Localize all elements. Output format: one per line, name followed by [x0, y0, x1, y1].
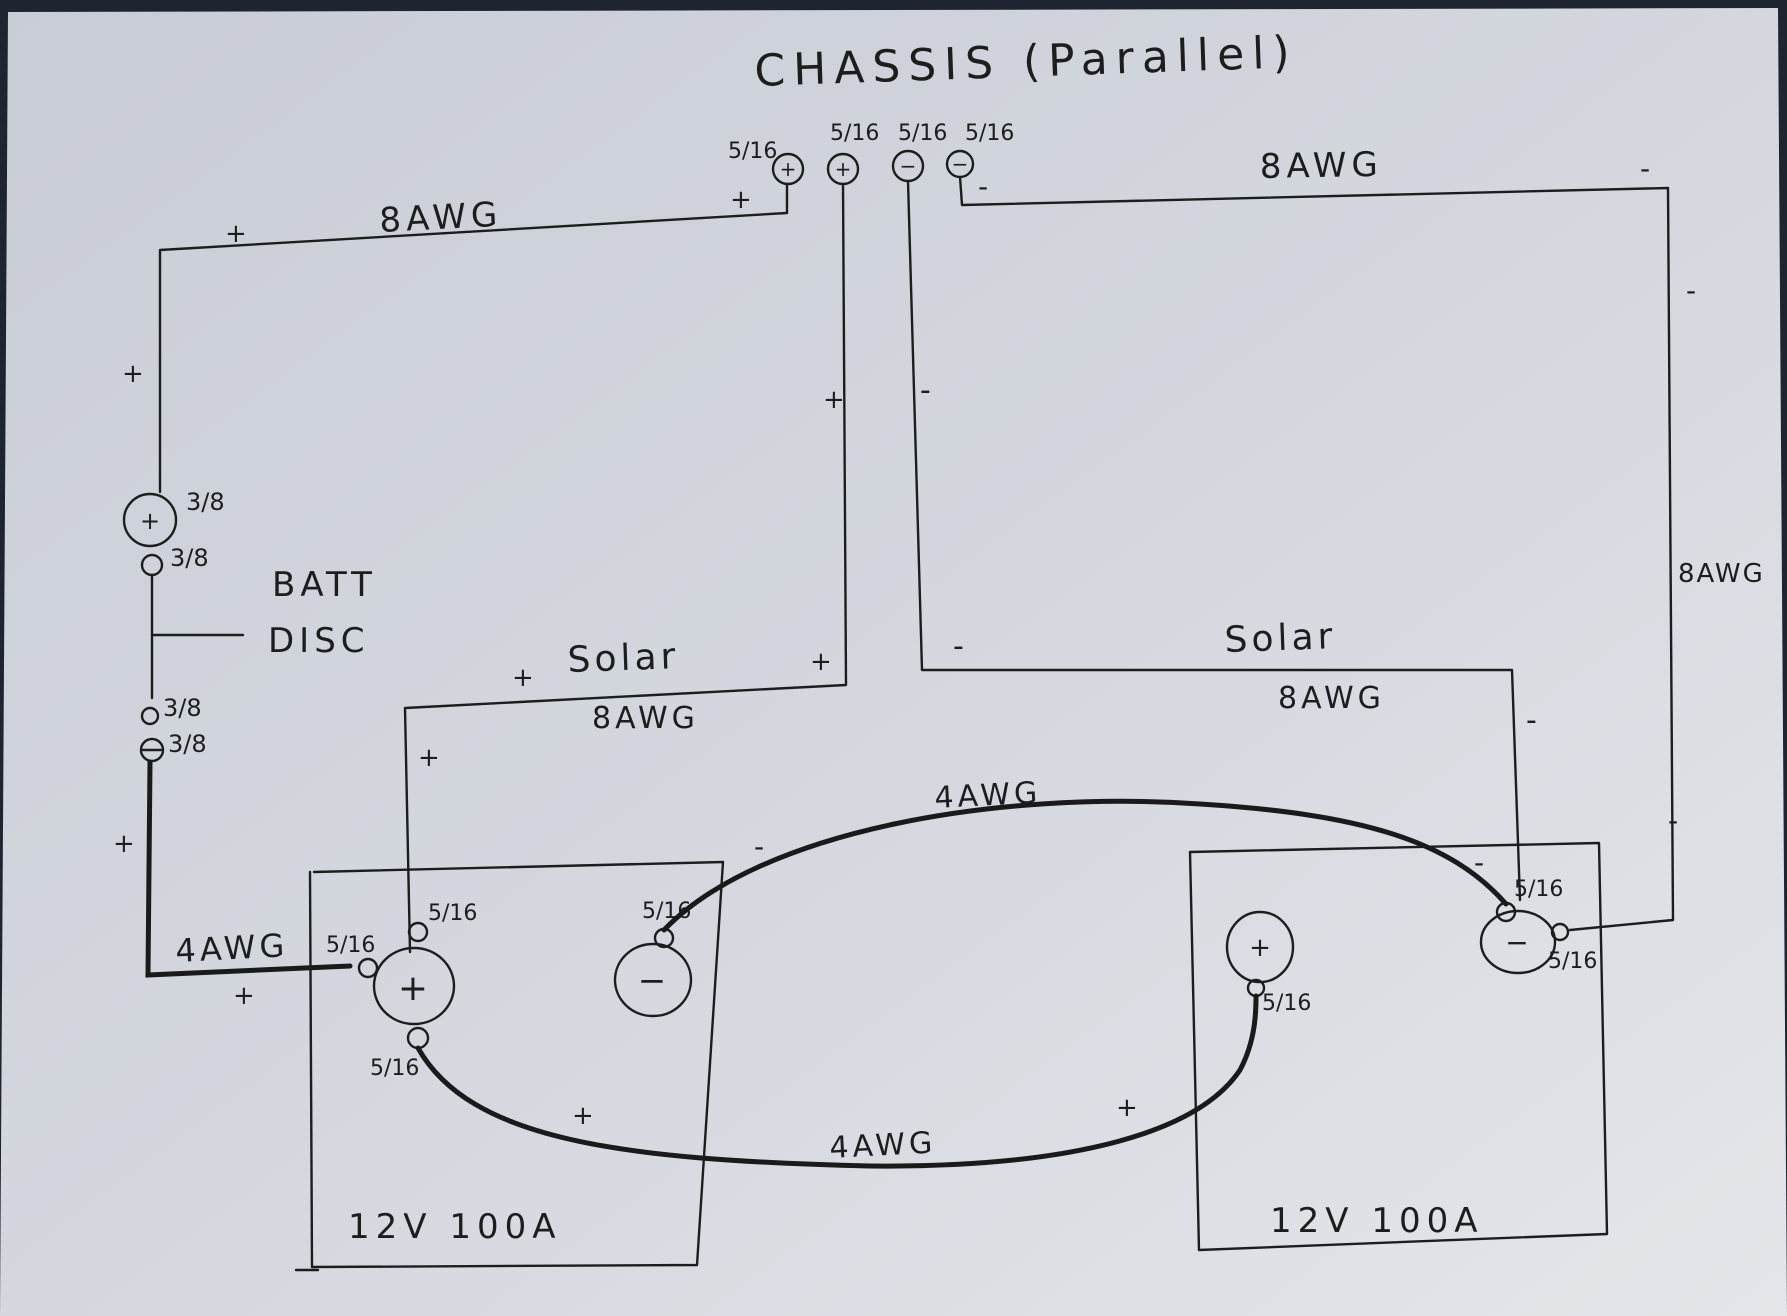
- label-solar-right: Solar: [1224, 616, 1337, 661]
- mark-plus: +: [823, 385, 845, 415]
- mark-minus: -: [1686, 274, 1696, 307]
- battery-disconnect: +: [122, 492, 245, 763]
- wire-chassis-pos-to-disc: [158, 183, 789, 494]
- batt2-lug-label-3: 5/16: [1548, 949, 1597, 974]
- label-8awg-solar-left: 8AWG: [592, 701, 699, 736]
- paper-sheet: [0, 8, 1787, 1316]
- wire-chassis-neg-to-batt2-neg: [958, 175, 1675, 932]
- battery-1-negative-terminal: −: [613, 927, 693, 1018]
- mark-minus: -: [754, 830, 764, 863]
- batt-disc-label-1: BATT: [272, 565, 377, 605]
- mark-minus: -: [1668, 804, 1678, 837]
- chassis-terminal-size-3: 5/16: [898, 121, 947, 146]
- chassis-terminal-size-4: 5/16: [965, 121, 1014, 146]
- wire-chassis-pos-solar-left: [403, 182, 848, 954]
- disc-stud-label-3: 3/8: [163, 694, 202, 722]
- label-8awg-top-right: 8AWG: [1259, 145, 1383, 187]
- svg-text:+: +: [1249, 933, 1271, 963]
- mark-plus: +: [572, 1101, 594, 1131]
- svg-text:+: +: [780, 157, 797, 181]
- batt2-lug-label-1: 5/16: [1262, 991, 1311, 1016]
- mark-plus: +: [730, 185, 752, 215]
- wire-jumper-negative: [661, 798, 1509, 933]
- mark-plus: +: [810, 647, 832, 677]
- label-8awg-top-left: 8AWG: [378, 195, 503, 241]
- svg-text:−: −: [952, 152, 969, 176]
- battery-1-positive-terminal: +: [357, 921, 456, 1050]
- disc-stud-label-1: 3/8: [186, 488, 225, 516]
- mark-plus: +: [1116, 1093, 1138, 1123]
- mark-plus: +: [233, 981, 255, 1011]
- battery-1-label: 12V 100A: [348, 1207, 561, 1247]
- chassis-terminal-size-1: 5/16: [728, 139, 777, 164]
- wire-jumper-positive: [415, 993, 1259, 1169]
- svg-text:+: +: [835, 157, 852, 181]
- svg-text:−: −: [1505, 926, 1528, 959]
- svg-text:−: −: [900, 154, 917, 178]
- mark-minus: -: [1640, 152, 1650, 185]
- label-4awg-jumper-positive: 4AWG: [829, 1125, 938, 1166]
- disc-stud-label-4: 3/8: [168, 730, 207, 758]
- battery-2: [1188, 841, 1609, 1252]
- mark-minus: -: [978, 170, 988, 203]
- label-solar-left: Solar: [567, 636, 680, 681]
- mark-plus: +: [512, 663, 534, 693]
- label-8awg-solar-right: 8AWG: [1278, 681, 1385, 716]
- mark-minus: -: [953, 629, 964, 664]
- svg-text:+: +: [140, 507, 160, 535]
- batt1-lug-label-3: 5/16: [370, 1056, 419, 1081]
- label-4awg-jumper-negative: 4AWG: [934, 775, 1043, 816]
- wire-disc-to-batt1-pos: [145, 759, 353, 978]
- mark-plus: +: [225, 219, 247, 249]
- svg-text:+: +: [398, 968, 428, 1009]
- batt-disc-label-2: DISC: [268, 621, 370, 661]
- mark-minus: -: [920, 373, 931, 408]
- disc-stud-label-2: 3/8: [170, 544, 209, 572]
- battery-2-label: 12V 100A: [1270, 1201, 1483, 1241]
- chassis-terminal-size-2: 5/16: [830, 121, 879, 146]
- chassis-terminal-pos-1: + 5/16: [728, 139, 805, 186]
- battery-1: [294, 860, 725, 1272]
- label-8awg-right-side: 8AWG: [1678, 559, 1765, 589]
- svg-text:−: −: [638, 961, 667, 1001]
- mark-plus: +: [418, 743, 440, 773]
- mark-plus: +: [113, 829, 135, 859]
- chassis-terminal-neg-2: − 5/16: [945, 121, 1014, 179]
- wire-chassis-neg-solar-right: [906, 179, 1522, 902]
- label-4awg-disc: 4AWG: [174, 926, 289, 970]
- batt2-lug-label-2: 5/16: [1514, 877, 1563, 902]
- mark-minus: -: [1474, 846, 1484, 879]
- mark-minus: -: [1526, 703, 1537, 738]
- batt1-lug-label-1: 5/16: [326, 933, 375, 958]
- mark-plus: +: [122, 359, 144, 389]
- batt1-lug-label-2: 5/16: [428, 901, 477, 926]
